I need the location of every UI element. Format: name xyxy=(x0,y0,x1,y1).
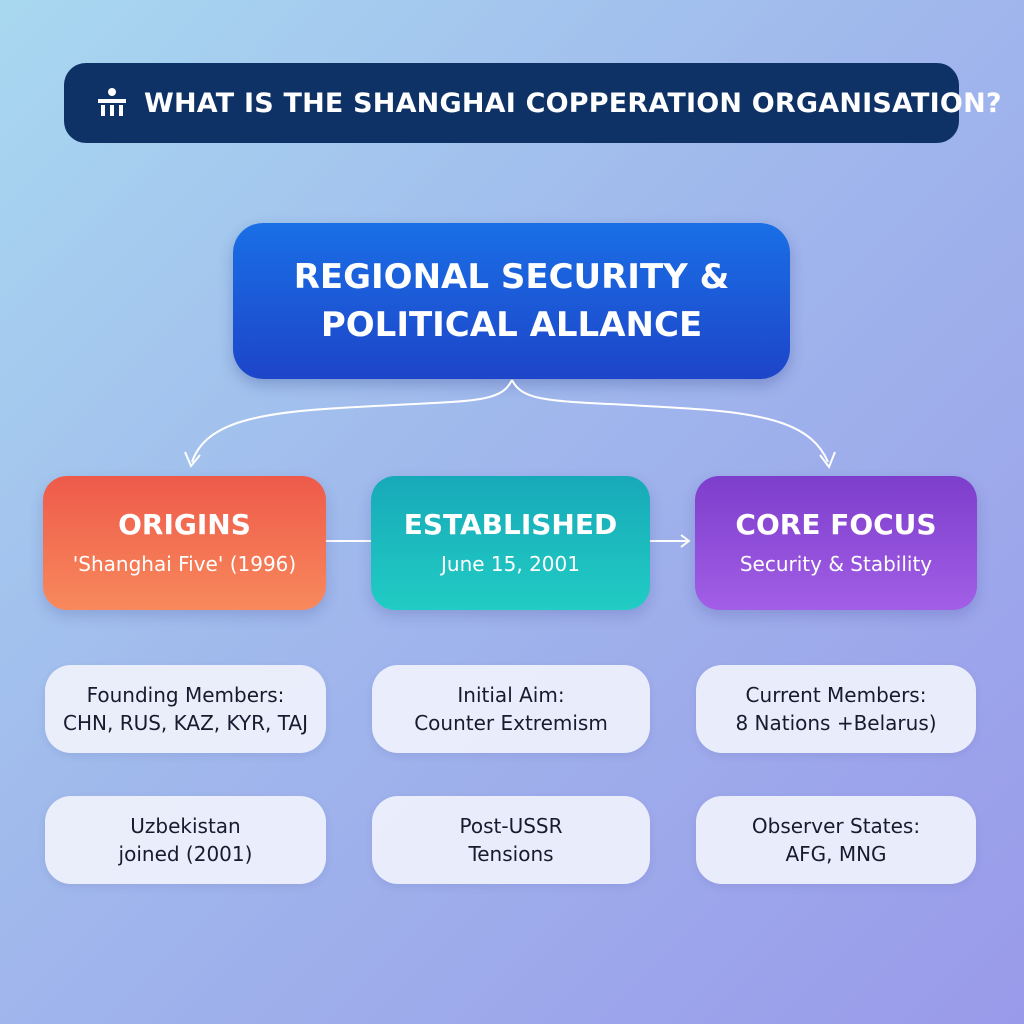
origins-title: ORIGINS xyxy=(118,508,251,541)
origins-subtitle: 'Shanghai Five' (1996) xyxy=(72,552,297,576)
main-concept-line2: POLITICAL ALLANCE xyxy=(320,305,703,345)
post-ussr-card: Post-USSR Tensions xyxy=(372,796,650,884)
core-focus-subtitle: Security & Stability xyxy=(739,552,933,576)
established-title: ESTABLISHED xyxy=(403,508,618,541)
institution-icon xyxy=(94,85,130,121)
card-label: Initial Aim: xyxy=(457,683,565,707)
page-title: WHAT IS THE SHANGHAI COPPERATION ORGANIS… xyxy=(144,87,1002,119)
card-label: Current Members: xyxy=(745,683,927,707)
origins-box: ORIGINS 'Shanghai Five' (1996) xyxy=(43,476,326,610)
card-value: Tensions xyxy=(468,842,554,866)
card-label: Founding Members: xyxy=(86,683,285,707)
card-value: joined (2001) xyxy=(118,842,253,866)
link-established-core-head xyxy=(680,534,691,548)
established-subtitle: June 15, 2001 xyxy=(441,552,580,576)
observer-states-card: Observer States: AFG, MNG xyxy=(696,796,976,884)
core-focus-box: CORE FOCUS Security & Stability xyxy=(695,476,977,610)
card-label: Observer States: xyxy=(751,814,921,838)
established-box: ESTABLISHED June 15, 2001 xyxy=(371,476,650,610)
main-concept-line1: REGIONAL SECURITY & xyxy=(293,257,730,297)
title-bar: WHAT IS THE SHANGHAI COPPERATION ORGANIS… xyxy=(64,63,1002,143)
card-value: AFG, MNG xyxy=(785,842,887,866)
main-concept-box: REGIONAL SECURITY & POLITICAL ALLANCE xyxy=(233,223,790,379)
card-value: CHN, RUS, KAZ, KYR, TAJ xyxy=(63,711,308,735)
branch-arrow-right-head xyxy=(819,451,836,470)
branch-arrow-left-head xyxy=(184,451,201,468)
branch-arrow-left xyxy=(191,379,513,463)
current-members-card: Current Members: 8 Nations +Belarus) xyxy=(696,665,976,753)
card-value: Counter Extremism xyxy=(414,711,608,735)
uzbekistan-card: Uzbekistan joined (2001) xyxy=(45,796,326,884)
card-label: Post-USSR xyxy=(459,814,563,838)
branch-arrow-right xyxy=(511,379,829,463)
initial-aim-card: Initial Aim: Counter Extremism xyxy=(372,665,650,753)
founding-members-card: Founding Members: CHN, RUS, KAZ, KYR, TA… xyxy=(45,665,326,753)
card-label: Uzbekistan xyxy=(130,814,241,838)
core-focus-title: CORE FOCUS xyxy=(735,508,937,541)
card-value: 8 Nations +Belarus) xyxy=(735,711,937,735)
